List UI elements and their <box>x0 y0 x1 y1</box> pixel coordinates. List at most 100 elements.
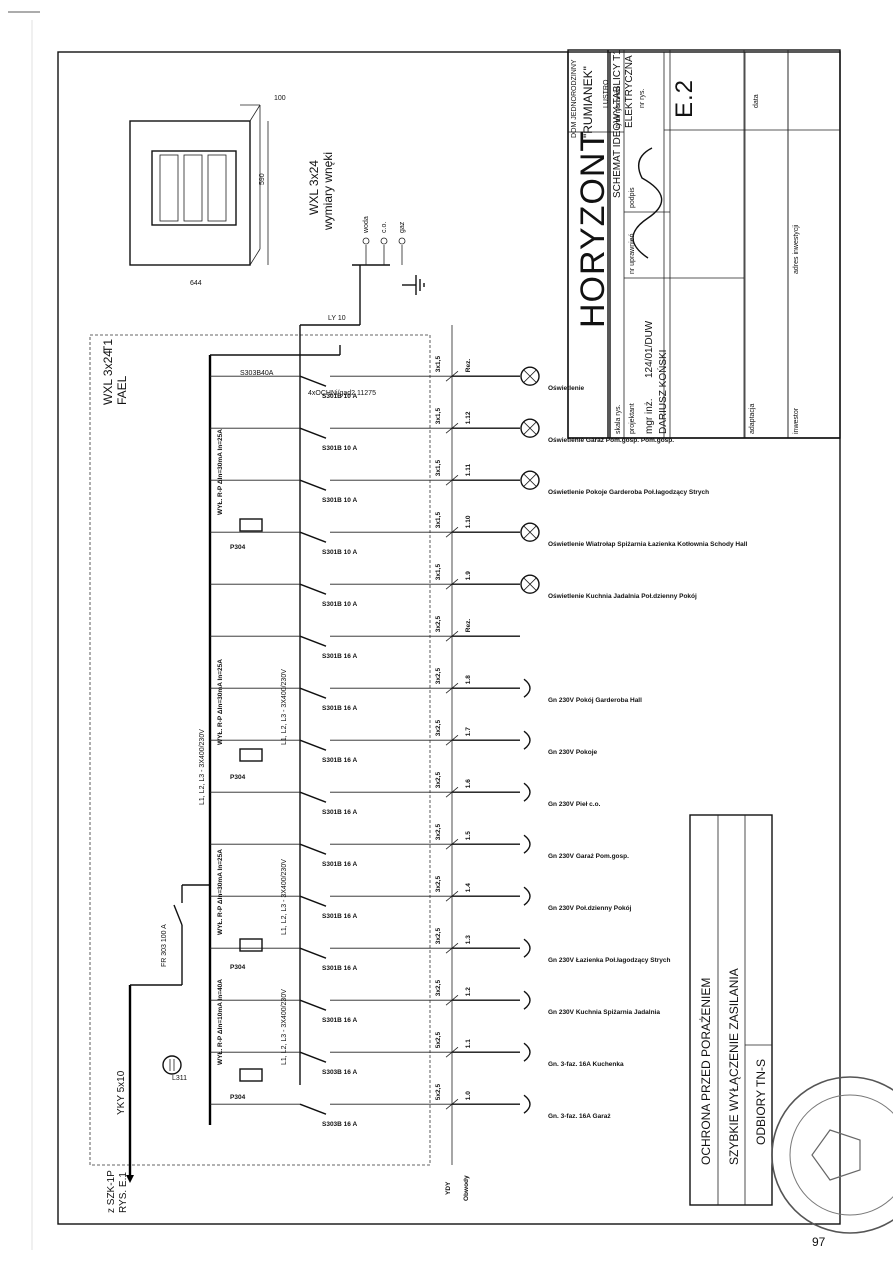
breaker-symbol <box>299 583 327 595</box>
circuit-description: Oświetlenie Wiatrołap Spiżarnia Łazienka… <box>548 541 748 548</box>
variant: LUSTRO <box>603 79 610 108</box>
socket-symbol <box>523 678 531 698</box>
circuit-number: 1.6 <box>465 779 472 788</box>
breaker-symbol <box>299 635 327 647</box>
niche-width: 644 <box>190 280 202 287</box>
surge-unit: 4xOCHNi/gad2 11275 <box>308 390 376 397</box>
cable-label: 5x2,5 <box>435 1032 442 1049</box>
adaptation-label: adaptacja <box>749 404 756 434</box>
cable-label: 3x2,5 <box>435 980 442 997</box>
cable-label: 3x2,5 <box>435 824 442 841</box>
breaker-symbol <box>299 999 327 1011</box>
circuit-description: Gn 230V Poł.dzienny Pokój <box>548 905 632 912</box>
circuit-description: Gn 230V Pokoje <box>548 749 598 756</box>
lamp-symbol <box>520 418 540 438</box>
rcd-symbol <box>239 1068 263 1082</box>
board-id: T1 <box>101 339 115 353</box>
cable-label: 3x1,5 <box>435 512 442 529</box>
designer-label: projektant <box>629 403 636 434</box>
main-bus-label: L1, L2, L3 - 3X400/230V <box>199 729 206 805</box>
cable-label: 3x2,5 <box>435 928 442 945</box>
socket-symbol <box>523 782 531 802</box>
circuit-number: Rez. <box>465 359 472 373</box>
breaker-label: S301B 10 A <box>322 549 357 556</box>
breaker-label: S301B 16 A <box>322 705 357 712</box>
signature-label: podpis <box>629 187 636 208</box>
lamp-symbol <box>520 574 540 594</box>
rcd-symbol <box>239 748 263 762</box>
cable-label: 5x2,5 <box>435 1084 442 1101</box>
cable-label: 3x1,5 <box>435 356 442 373</box>
earth-terminal <box>362 237 370 245</box>
rcd-label: WYŁ. R-P ΔIn=30mA In=25A <box>217 659 224 745</box>
supply-cable: YKY 5x10 <box>116 1070 127 1115</box>
breaker-label: S301B 10 A <box>322 601 357 608</box>
cable-label: 3x1,5 <box>435 564 442 581</box>
obwody-label: Obwody <box>463 1175 470 1201</box>
company-name: HORYZONT <box>574 130 612 328</box>
scale-label: skala rys. <box>615 404 622 434</box>
branch-label: branża <box>615 86 622 108</box>
rcd-label: WYŁ. R-P ΔIn=30mA In=25A <box>217 429 224 515</box>
breaker-label: S301B 16 A <box>322 861 357 868</box>
cable-label: 3x2,5 <box>435 772 442 789</box>
designer-title: mgr inż. <box>644 398 655 434</box>
niche-depth: 100 <box>274 95 286 102</box>
address-label: adres inwestycji <box>793 224 800 274</box>
rcd-type: P304 <box>230 774 246 781</box>
circuit-number: 1.7 <box>465 727 472 736</box>
circuit-number: 1.3 <box>465 935 472 944</box>
lamp-symbol <box>520 522 540 542</box>
niche-title: WXL 3x24 <box>307 160 321 215</box>
earth-item-label: gaz <box>399 221 406 233</box>
rcd-type: P304 <box>230 544 246 551</box>
circuit-number: 1.8 <box>465 675 472 684</box>
socket-symbol <box>523 938 531 958</box>
rcd-bus-label: L1, L2, L3 - 3X400/230V <box>281 989 288 1065</box>
breaker-symbol <box>299 895 327 907</box>
main-switch-symbol <box>173 904 183 926</box>
circuit-description: Oświetlenie Pokoje Garderoba Poł.łagodzą… <box>548 489 709 496</box>
breaker-symbol <box>299 843 327 855</box>
lamp-symbol <box>520 470 540 490</box>
rcd-symbol <box>239 518 263 532</box>
drawing-title-label: tytuł rys. <box>615 102 622 128</box>
meter-symbol <box>162 1055 182 1075</box>
breaker-label: S301B 10 A <box>322 445 357 452</box>
rotated-diagram: T1 WXL 3x24 FAEL z SZK-1P RYS. E.1 YKY 5… <box>89 95 893 1234</box>
circuit-number: 1.2 <box>465 987 472 996</box>
breaker-symbol <box>299 947 327 959</box>
license-label: nr uprawnień <box>629 233 636 274</box>
house-label: DOM JEDNORODZINNY <box>571 59 578 138</box>
earth-item-label: woda <box>363 216 370 234</box>
branch: ELEKTRYCZNA <box>624 55 635 128</box>
ydy-label: YDY <box>445 1181 452 1195</box>
circuit-description: Oświetlenie Garaż Pom.gosp. Pom.gosp. <box>548 437 674 444</box>
breaker-symbol <box>299 791 327 803</box>
cable-label: 3x2,5 <box>435 876 442 893</box>
cable-label: 3x2,5 <box>435 720 442 737</box>
earth-terminal <box>380 237 388 245</box>
socket-symbol <box>523 834 531 854</box>
breaker-label: S301B 16 A <box>322 1017 357 1024</box>
breaker-symbol <box>299 427 327 439</box>
rcd-bus-label: L1, L2, L3 - 3X400/230V <box>281 669 288 745</box>
title-block-right <box>567 52 840 439</box>
designer-name: DARIUSZ KOŃSKI <box>656 350 669 434</box>
breaker-label: S301B 16 A <box>322 913 357 920</box>
earth-item-label: c.o. <box>381 222 388 233</box>
lamp-symbol <box>520 366 540 386</box>
sheet-no-label: nr rys. <box>639 89 646 109</box>
surge-label: S303B40A <box>240 370 274 377</box>
breaker-label: S303B 16 A <box>322 1069 357 1076</box>
